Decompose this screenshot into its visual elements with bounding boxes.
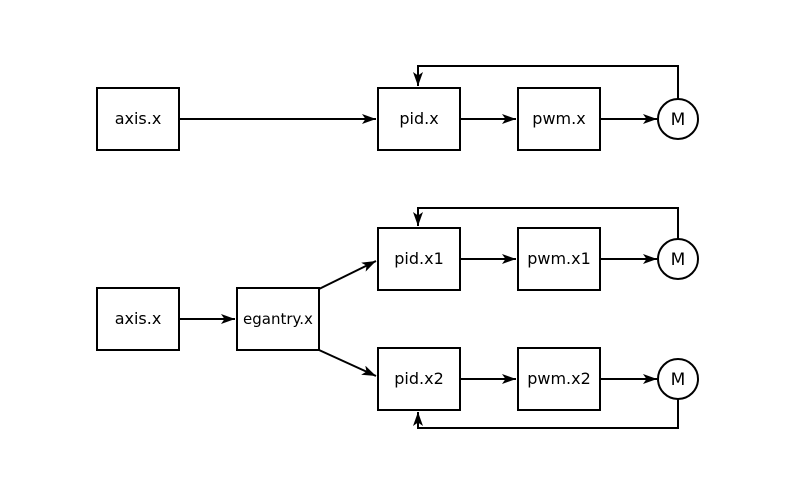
node-pid-x: [377, 87, 461, 151]
node-axis-x-single: [96, 87, 180, 151]
motor-icon-single: [657, 98, 699, 140]
node-axis-x-gantry: [96, 287, 180, 351]
motor-joint1-label: M: [671, 250, 686, 270]
node-pid-x2: [377, 347, 461, 411]
node-pwm-x1-label: pwm.x1: [527, 249, 591, 268]
node-pwm-x1: [517, 227, 601, 291]
motor-icon-joint2: [657, 358, 699, 400]
node-pwm-x2: [517, 347, 601, 411]
motor-single-label: M: [671, 110, 686, 130]
node-axis-x-gantry-label: axis.x: [115, 309, 162, 328]
motor-joint2-label: M: [671, 370, 686, 390]
node-egantry-x: [236, 287, 320, 351]
node-axis-x-single-label: axis.x: [115, 109, 162, 128]
node-pwm-x-label: pwm.x: [532, 109, 585, 128]
feedback-motor2-to-pid2: [413, 399, 679, 429]
node-pwm-x: [517, 87, 601, 151]
node-pid-x-label: pid.x: [399, 109, 438, 128]
node-egantry-x-label: egantry.x: [243, 310, 313, 328]
node-pid-x2-label: pid.x2: [394, 369, 444, 388]
node-pid-x1: [377, 227, 461, 291]
motor-icon-joint1: [657, 238, 699, 280]
node-pwm-x2-label: pwm.x2: [527, 369, 591, 388]
node-pid-x1-label: pid.x1: [394, 249, 444, 268]
feedback-motor1-to-pid1: [413, 207, 679, 239]
feedback-motor-to-pid: [413, 65, 679, 99]
edge-gantry-to-pid1: [318, 260, 377, 290]
edge-gantry-to-pid2: [318, 349, 377, 377]
